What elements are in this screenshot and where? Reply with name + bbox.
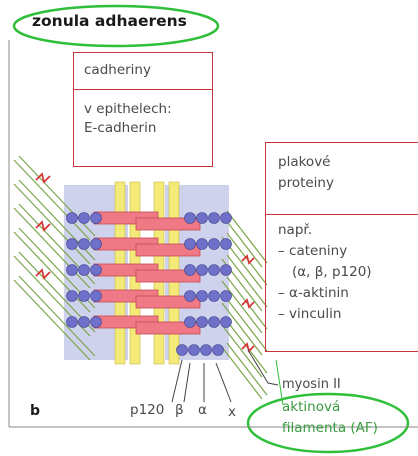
plaque-circle-left bbox=[67, 265, 78, 276]
right-actin-filament bbox=[227, 343, 267, 395]
plaque-header-line2: proteiny bbox=[278, 175, 334, 193]
plaque-circle-right bbox=[197, 213, 208, 224]
plaque-circle-right bbox=[197, 239, 208, 250]
panel-letter: b bbox=[30, 402, 40, 420]
label-x: x bbox=[228, 404, 236, 422]
x-pointer bbox=[216, 363, 231, 402]
figure-title: zonula adhaerens bbox=[32, 12, 187, 30]
cadherin-body-line1: v epithelech: bbox=[84, 101, 172, 119]
label-actin-line1: aktinová bbox=[282, 399, 340, 417]
plaque-intro: např. bbox=[278, 222, 312, 240]
plaque-item-aktinin: – α-aktinin bbox=[278, 285, 349, 303]
plaque-circle-left bbox=[91, 213, 102, 224]
plaque-circle-right bbox=[197, 265, 208, 276]
plaque-item-vinculin: – vinculin bbox=[278, 306, 341, 324]
plaque-circle-left bbox=[67, 213, 78, 224]
plaque-circle-left bbox=[67, 291, 78, 302]
beta-pointer bbox=[184, 363, 190, 402]
plaque-circle-left bbox=[79, 265, 90, 276]
plaque-header-line1: plakové bbox=[278, 154, 330, 172]
label-beta: β bbox=[175, 402, 184, 420]
plaque-circle-bottom bbox=[189, 345, 200, 356]
plaque-circle-left bbox=[91, 239, 102, 250]
label-alpha: α bbox=[198, 402, 207, 420]
plaque-circle-left bbox=[67, 317, 78, 328]
plaque-circle-left bbox=[79, 239, 90, 250]
plaque-circle-bottom bbox=[201, 345, 212, 356]
plaque-circle-right bbox=[209, 291, 220, 302]
left-myosin-mark bbox=[36, 270, 50, 278]
right-myosin-mark bbox=[242, 256, 254, 263]
plaque-circle-left bbox=[91, 317, 102, 328]
plaque-circle-right bbox=[209, 317, 220, 328]
label-p120: p120 bbox=[130, 402, 164, 420]
plaque-circle-left bbox=[67, 239, 78, 250]
plaque-circle-right bbox=[197, 317, 208, 328]
plaque-circle-left bbox=[79, 317, 90, 328]
plaque-circle-right bbox=[221, 239, 232, 250]
plaque-item-cateniny-detail: (α, β, p120) bbox=[292, 264, 372, 282]
plaque-circle-left bbox=[79, 213, 90, 224]
label-myosin: myosin II bbox=[282, 377, 341, 394]
plaque-circle-right bbox=[221, 291, 232, 302]
plaque-circle-right bbox=[221, 213, 232, 224]
plaque-circle-bottom bbox=[177, 345, 188, 356]
plaque-circle-left bbox=[91, 265, 102, 276]
plaque-circle-right bbox=[185, 213, 196, 224]
right-myosin-mark bbox=[242, 300, 254, 307]
plaque-circle-left bbox=[79, 291, 90, 302]
plaque-circle-right bbox=[197, 291, 208, 302]
p120-pointer bbox=[172, 360, 182, 402]
plaque-item-cateniny: – cateniny bbox=[278, 243, 347, 261]
left-myosin-mark bbox=[36, 174, 50, 182]
plaque-circle-right bbox=[185, 239, 196, 250]
plaque-circle-right bbox=[209, 265, 220, 276]
plaque-circle-right bbox=[209, 239, 220, 250]
plaque-circle-right bbox=[209, 213, 220, 224]
plaque-circle-left bbox=[91, 291, 102, 302]
plaque-circle-right bbox=[221, 265, 232, 276]
right-myosin-mark bbox=[242, 344, 254, 351]
cadherin-header: cadheriny bbox=[84, 62, 151, 80]
plaque-circle-right bbox=[185, 317, 196, 328]
cadherin-body-line2: E-cadherin bbox=[84, 120, 156, 138]
plaque-circle-bottom bbox=[213, 345, 224, 356]
right-actin-filament bbox=[222, 347, 262, 399]
left-myosin-mark bbox=[36, 222, 50, 230]
plaque-box-divider bbox=[265, 214, 418, 215]
plaque-circle-right bbox=[185, 291, 196, 302]
plaque-circle-right bbox=[221, 317, 232, 328]
plaque-circle-right bbox=[185, 265, 196, 276]
cadherin-box-divider bbox=[73, 89, 213, 90]
label-actin-line2: filamenta (AF) bbox=[282, 420, 378, 438]
